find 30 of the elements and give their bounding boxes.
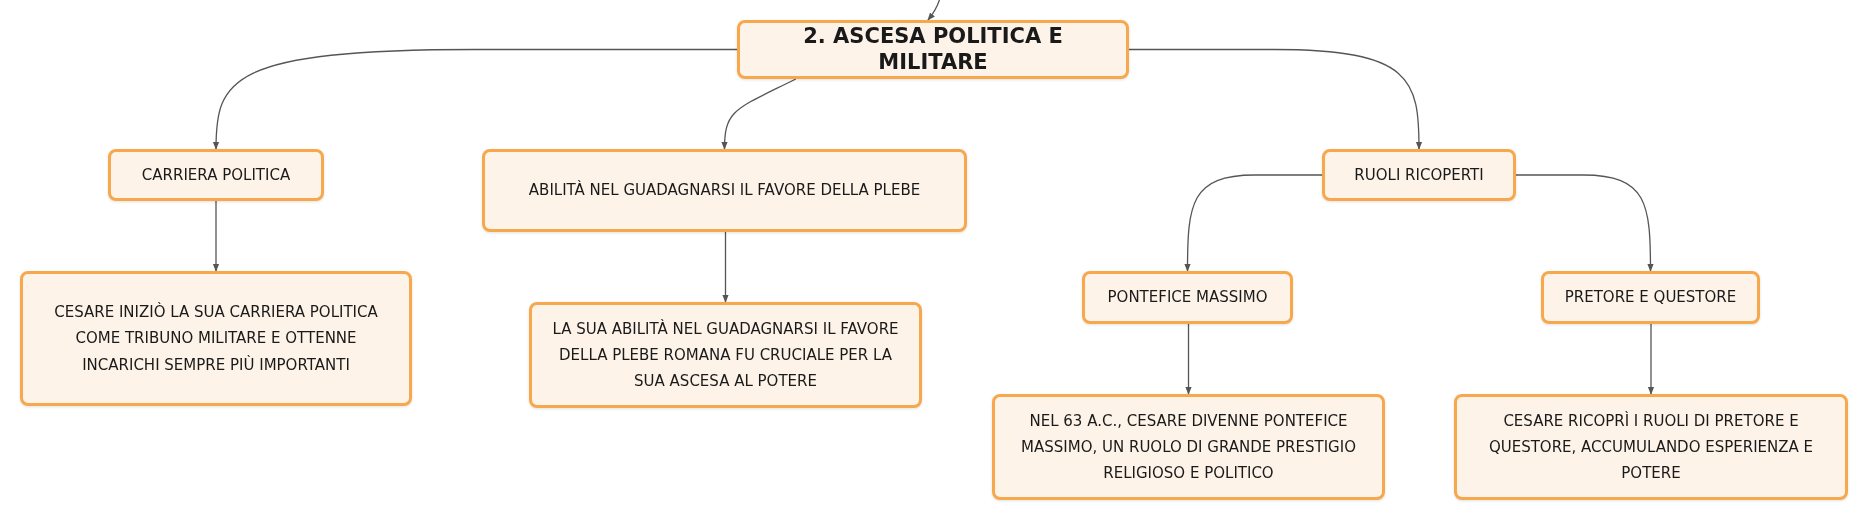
- connector-arrow: [722, 231, 729, 303]
- concept-box: [108, 149, 324, 201]
- topic-box: [737, 20, 1129, 79]
- concept-text: PRETORE E QUESTORE: [1564, 287, 1737, 309]
- concept-box: [482, 149, 967, 232]
- concept-text: CESARE INIZIÒ LA SUA CARRIERA POLITICA COME TRIBUNO MILITARE E OTTENNE INCARICHI SEMPRE PIÙ IMPORTANTI: [53, 301, 379, 376]
- connector-arrow: [1515, 174, 1654, 272]
- connector-arrow: [213, 48, 738, 150]
- concept-box: [1454, 394, 1848, 500]
- concept-box: [529, 302, 922, 408]
- connector-arrow: [721, 78, 797, 150]
- connector-arrow: [212, 200, 220, 272]
- topic-title: 2. ASCESA POLITICA E MILITARE: [802, 24, 1064, 75]
- connector-arrow: [927, 0, 941, 21]
- concept-text: ABILITÀ NEL GUADAGNARSI IL FAVORE DELLA PLEBE: [528, 179, 921, 202]
- concept-text: PONTEFICE MASSIMO: [1107, 287, 1268, 309]
- concept-text: RUOLI RICOPERTI: [1354, 164, 1484, 186]
- concept-box: [1082, 271, 1293, 324]
- concept-text: NEL 63 A.C., CESARE DIVENNE PONTEFICE MASSIMO, UN RUOLO DI GRANDE PRESTIGIO RELIGIOSO E POLITICO: [1020, 410, 1357, 485]
- concept-text: CESARE RICOPRÌ I RUOLI DI PRETORE E QUESTORE, ACCUMULANDO ESPERIENZA E POTERE: [1487, 410, 1815, 485]
- concept-box: [992, 394, 1385, 500]
- connector-arrow: [1647, 323, 1655, 395]
- connector-arrow: [1128, 48, 1423, 150]
- concept-text: CARRIERA POLITICA: [141, 164, 291, 186]
- concept-box: [20, 271, 412, 406]
- concept-text: LA SUA ABILITÀ NEL GUADAGNARSI IL FAVORE DELLA PLEBE ROMANA FU CRUCIALE PER LA SUA ASCESA AL POTERE: [551, 318, 900, 393]
- concept-box: [1322, 149, 1516, 201]
- concept-box: [1541, 271, 1760, 324]
- connector-arrow: [1184, 174, 1323, 272]
- connector-arrow: [1185, 323, 1192, 395]
